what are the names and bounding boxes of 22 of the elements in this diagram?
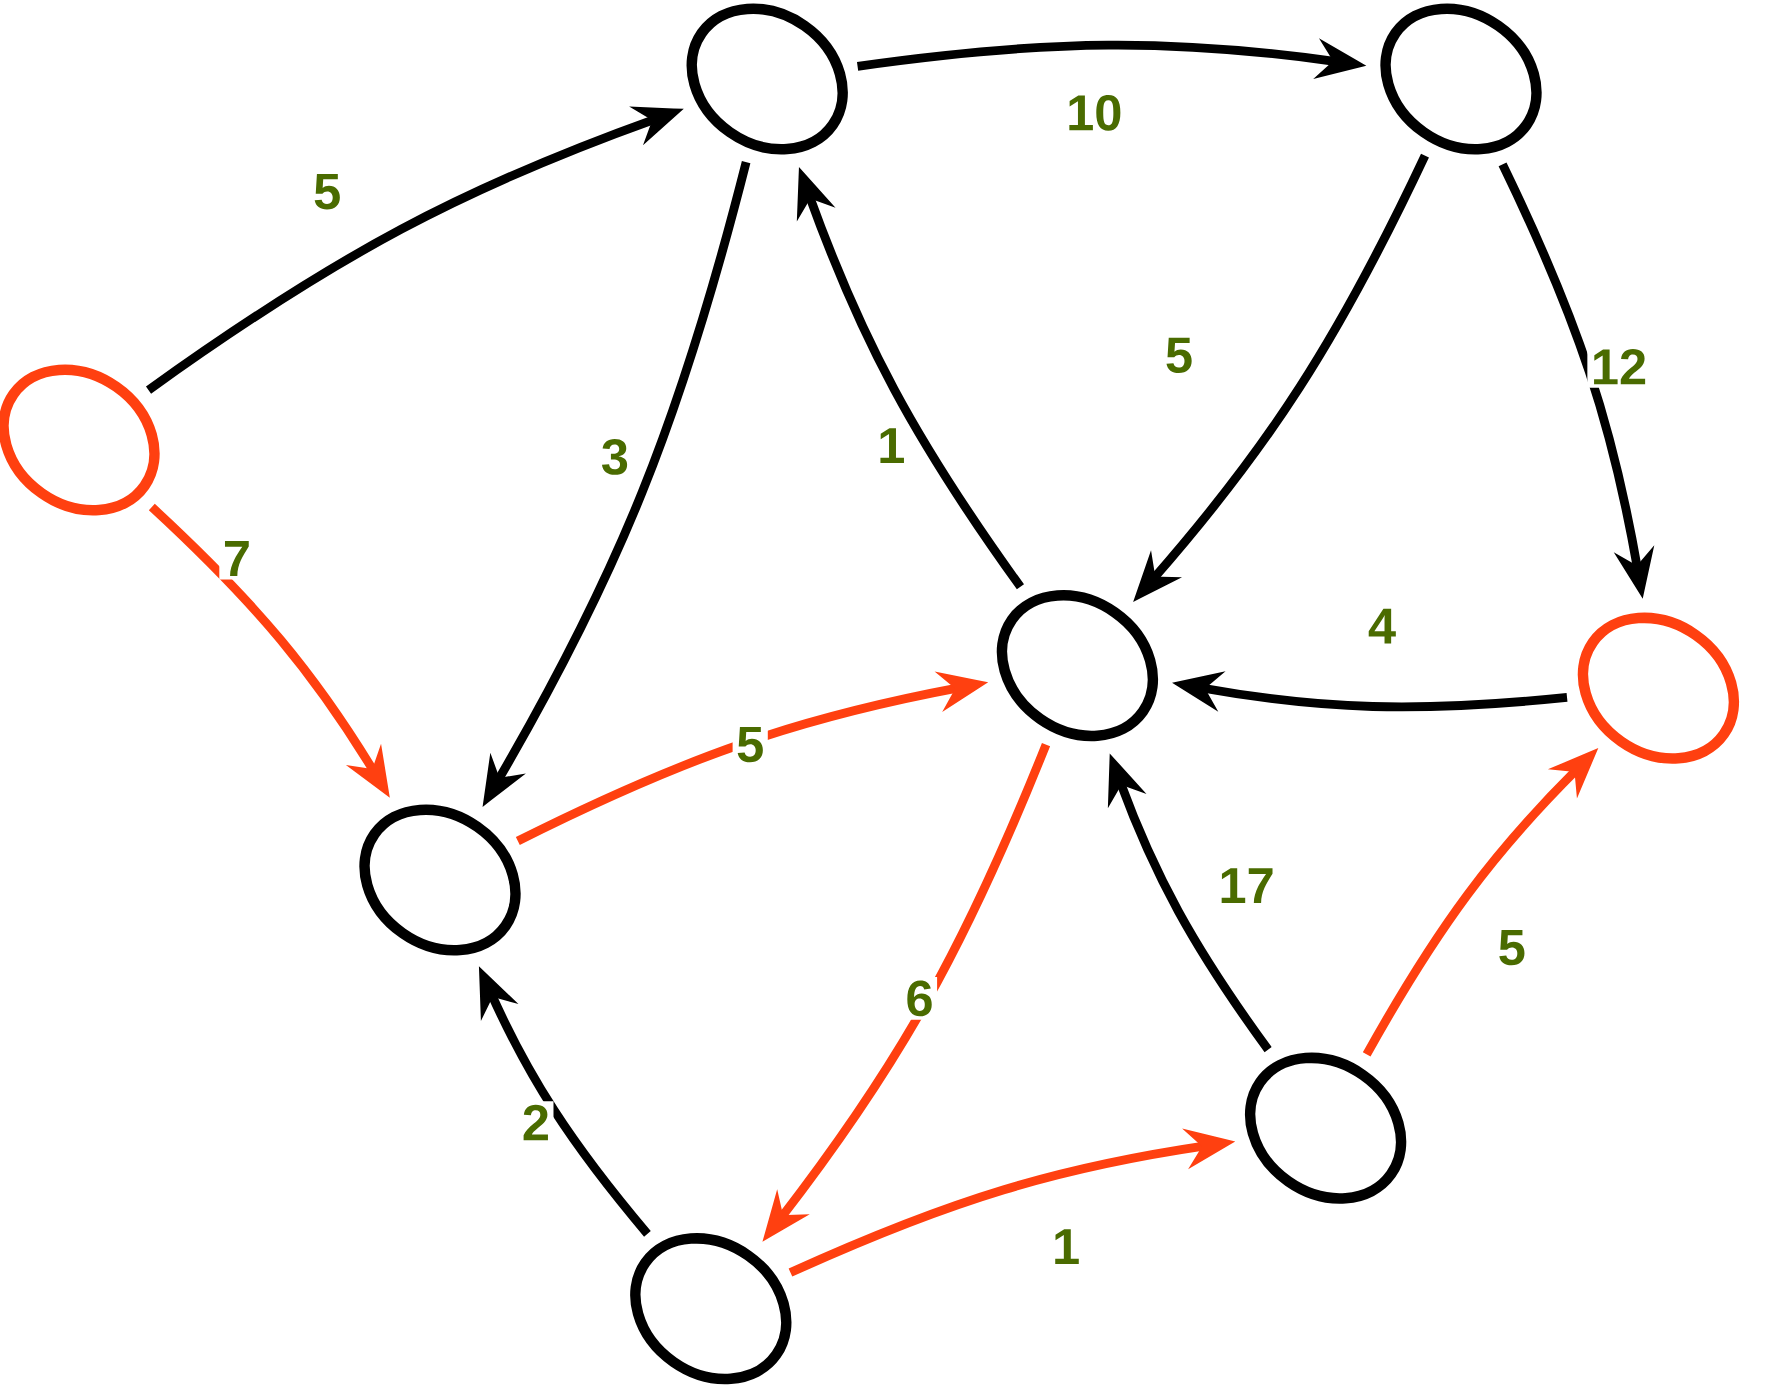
edge-label: 10 bbox=[1062, 91, 1126, 135]
edge-label: 12 bbox=[1587, 345, 1651, 388]
edge-label: 1 bbox=[1048, 1225, 1084, 1268]
edge-label: 2 bbox=[518, 1101, 554, 1144]
edge-label: 4 bbox=[1364, 605, 1400, 648]
graph-node bbox=[686, 3, 848, 155]
graph-node bbox=[1380, 3, 1542, 155]
graph-node bbox=[996, 590, 1159, 742]
edge-label: 5 bbox=[1161, 334, 1197, 377]
graph-node bbox=[0, 364, 160, 516]
edge-label: 7 bbox=[219, 537, 255, 580]
edge-label: 17 bbox=[1214, 864, 1279, 907]
graph-node bbox=[630, 1233, 792, 1385]
edge-label: 6 bbox=[901, 976, 938, 1020]
edge-label: 5 bbox=[732, 723, 768, 766]
graph-node bbox=[1244, 1052, 1407, 1204]
graph-node bbox=[1577, 612, 1740, 764]
edge-label: 5 bbox=[1494, 926, 1530, 969]
edge-label: 1 bbox=[873, 424, 909, 467]
edge-label: 3 bbox=[597, 435, 633, 479]
edge-label: 5 bbox=[309, 170, 345, 213]
graph-node bbox=[359, 804, 521, 956]
